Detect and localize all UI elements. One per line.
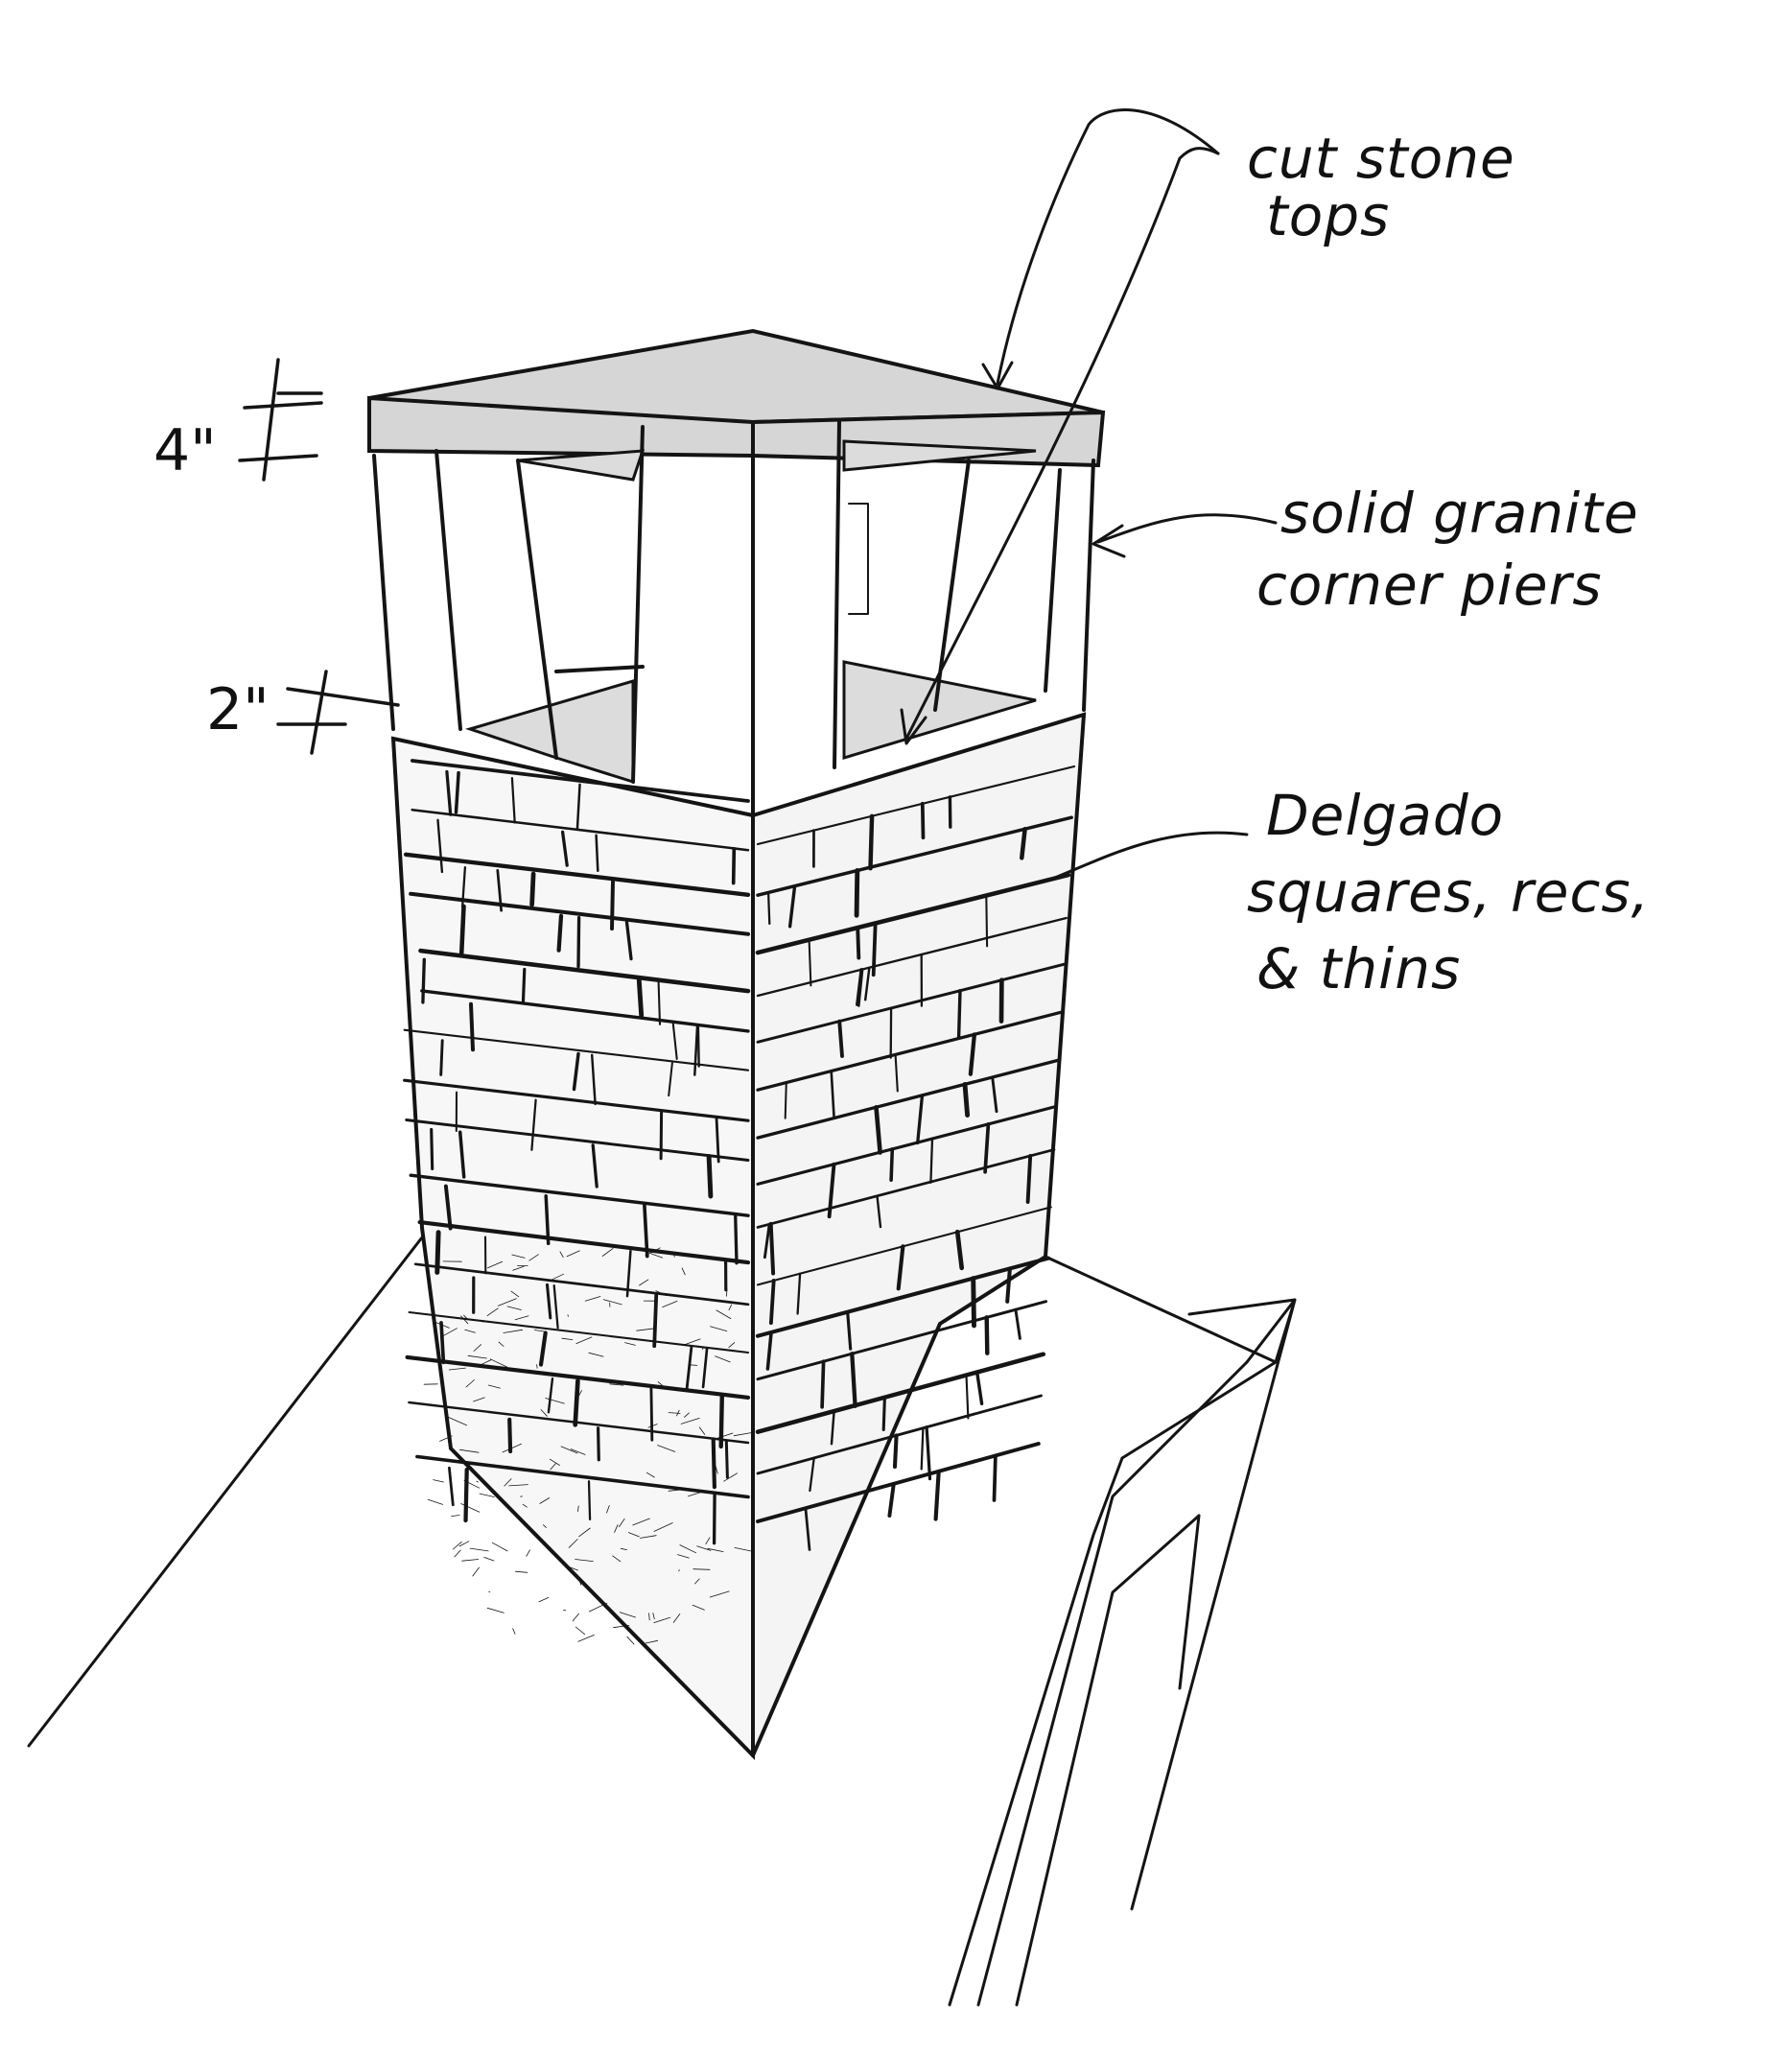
label-piers-line1: solid granite [1280, 481, 1639, 546]
dimension-2in: 2" [206, 670, 400, 755]
dimension-2in-label: 2" [206, 676, 270, 743]
label-granite-piers: solid granite corner piers [1256, 481, 1639, 618]
dimension-4in: 4" [153, 358, 323, 484]
label-piers-line2: corner piers [1256, 553, 1603, 618]
cut-stone-cap [367, 328, 1106, 468]
label-delgado: Delgado squares, recs, & thins [1247, 783, 1650, 1001]
leader-granite-piers [1092, 513, 1278, 558]
label-cut-stone-line1: cut stone [1247, 126, 1515, 191]
label-veneer-line3: & thins [1256, 936, 1461, 1001]
leader-delgado [1053, 831, 1249, 880]
leader-cut-stone-tops [900, 108, 1220, 745]
stone-veneer-shaft [390, 712, 1087, 1760]
label-veneer-line1: Delgado [1266, 783, 1504, 848]
label-cut-stone-line2: tops [1266, 183, 1390, 248]
ground-plane [27, 1236, 1297, 2007]
label-veneer-line2: squares, recs, [1247, 859, 1650, 925]
dimension-4in-label: 4" [153, 417, 217, 484]
label-cut-stone-tops: cut stone tops [1247, 126, 1515, 248]
